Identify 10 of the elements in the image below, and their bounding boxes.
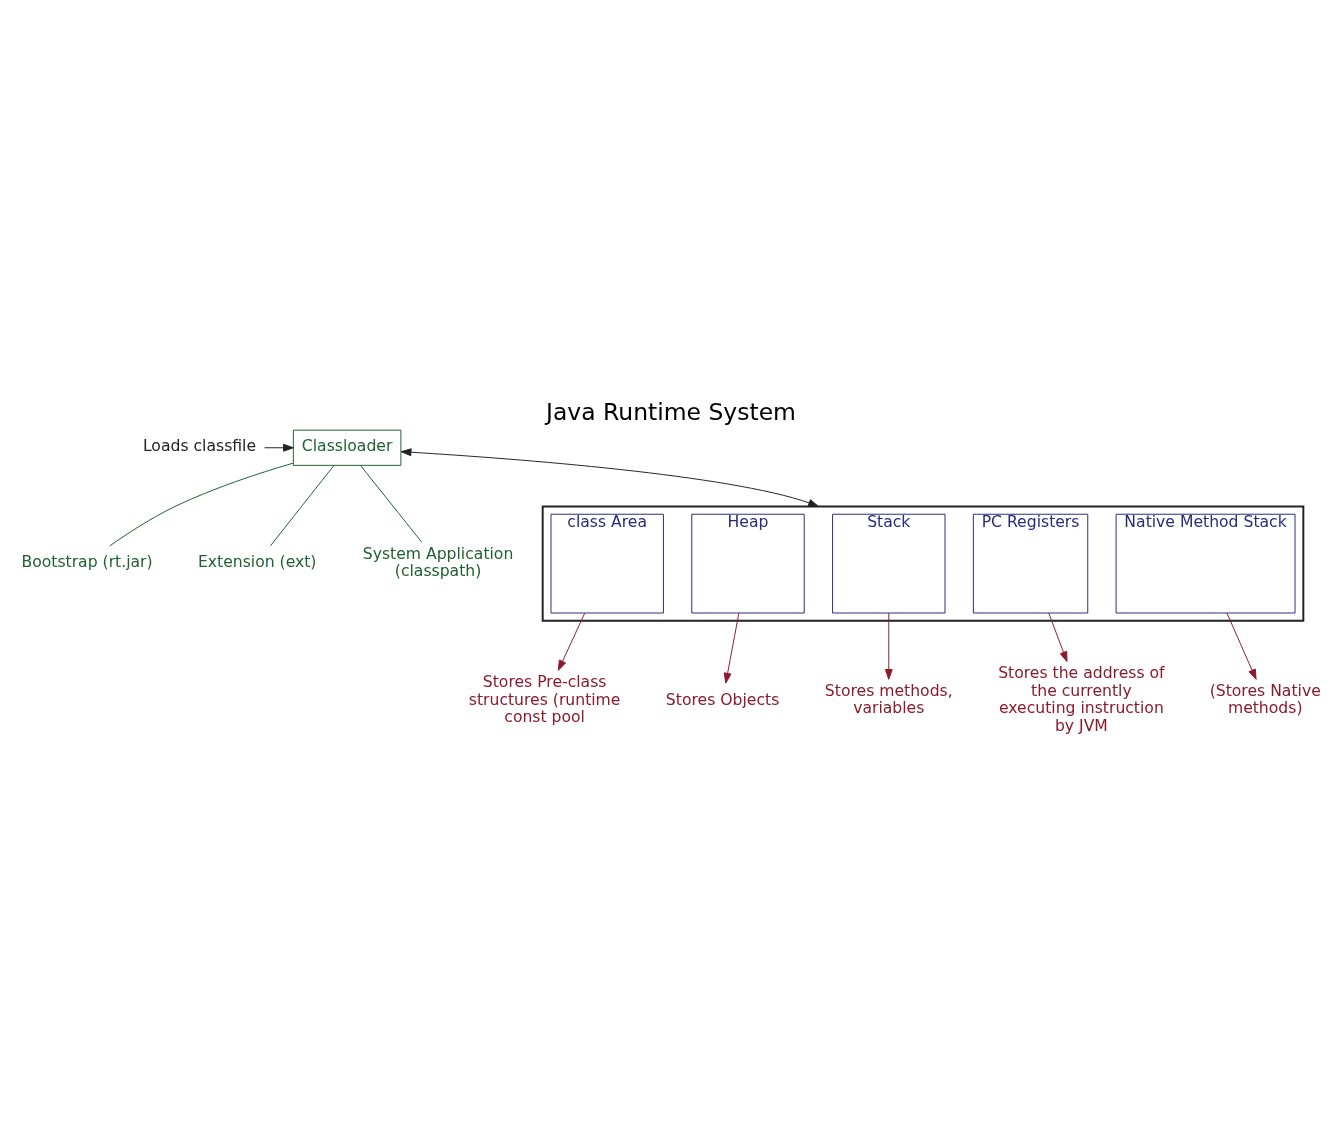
- node-text: Stores Objects: [665, 689, 780, 709]
- node-text: (Stores Native methods): [1209, 680, 1321, 717]
- node-text: Stores Pre-class structures (runtime const pool: [468, 671, 621, 726]
- node-text: Stores methods, variables: [824, 680, 953, 717]
- node-text: System Application (classpath): [362, 543, 514, 580]
- node-text: Extension (ext): [197, 551, 317, 571]
- diagram-title: Java Runtime System: [546, 397, 796, 426]
- node-text: Bootstrap (rt.jar): [21, 551, 153, 571]
- node-text: Loads classfile: [142, 435, 257, 455]
- node-text: Stores the address of the currently executing instruction by JVM: [998, 662, 1165, 735]
